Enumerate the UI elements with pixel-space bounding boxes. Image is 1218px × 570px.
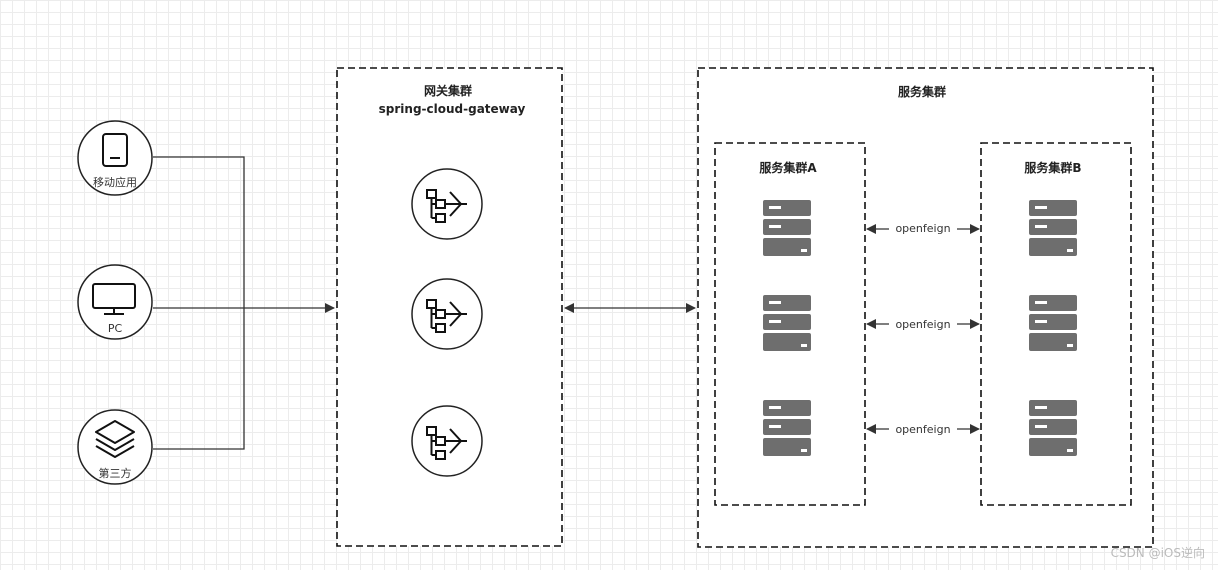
watermark: CSDN @iOS逆向 (1111, 545, 1205, 560)
client-mobile-label: 移动应用 (93, 175, 137, 189)
gateway-node-3[interactable] (411, 405, 483, 477)
layers-icon (95, 420, 135, 458)
openfeign-label: openfeign (895, 423, 950, 436)
client-connectors (153, 156, 335, 450)
openfeign-link-1: openfeign (866, 220, 980, 236)
server-icon[interactable] (763, 400, 811, 456)
openfeign-label: openfeign (895, 222, 950, 235)
service-cluster-a-title: 服务集群A (759, 160, 817, 175)
openfeign-label: openfeign (895, 318, 950, 331)
gateway-node-2[interactable] (411, 278, 483, 350)
service-cluster-title: 服务集群 (898, 84, 946, 99)
mobile-icon (102, 133, 128, 167)
gateway-node-1[interactable] (411, 168, 483, 240)
service-cluster: 服务集群 服务集群A 服务集群B openfeign openfeign (697, 67, 1154, 548)
client-mobile[interactable]: 移动应用 (77, 120, 153, 196)
service-cluster-a: 服务集群A (714, 142, 866, 506)
openfeign-link-2: openfeign (866, 315, 980, 331)
server-icon[interactable] (1029, 295, 1077, 351)
gateway-cluster-title: 网关集群 (424, 83, 472, 98)
service-cluster-b-title: 服务集群B (1024, 160, 1081, 175)
client-pc-label: PC (108, 322, 123, 335)
server-icon[interactable] (1029, 400, 1077, 456)
server-icon[interactable] (1029, 200, 1077, 256)
server-icon[interactable] (763, 200, 811, 256)
client-third-party-circle (77, 409, 153, 485)
monitor-icon (92, 283, 136, 315)
client-third-party[interactable]: 第三方 (77, 409, 153, 485)
openfeign-link-3: openfeign (866, 420, 980, 436)
gateway-cluster-subtitle: spring-cloud-gateway (379, 102, 526, 116)
gateway-cluster: 网关集群 spring-cloud-gateway (336, 67, 563, 547)
server-icon[interactable] (763, 295, 811, 351)
service-cluster-b: 服务集群B (980, 142, 1132, 506)
client-third-party-label: 第三方 (99, 466, 132, 480)
client-pc[interactable]: PC (77, 264, 153, 340)
